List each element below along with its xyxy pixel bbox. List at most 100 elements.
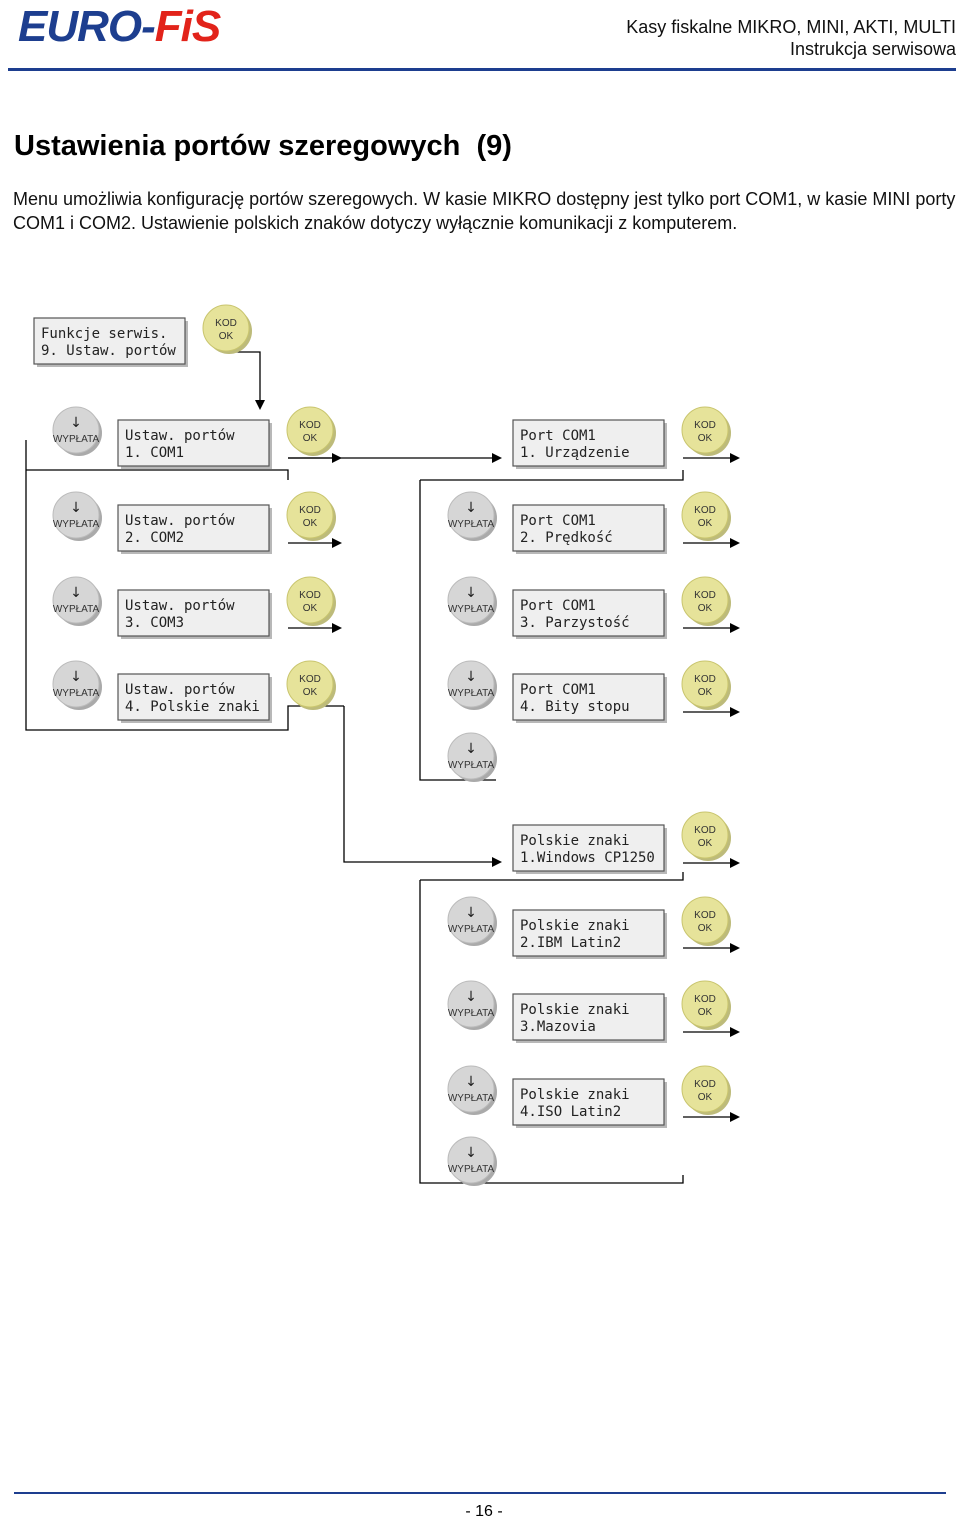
polish-menu-wyplata-button-3[interactable]: ↓WYPŁATA <box>447 980 497 1030</box>
down-arrow-icon: ↓ <box>465 1145 477 1161</box>
ports-menu-loop <box>25 440 289 731</box>
ok-label: OK <box>698 687 713 698</box>
lcd-line: Port COM1 <box>520 513 596 529</box>
ok-label: OK <box>698 1092 713 1103</box>
lcd-line: Polskie znaki <box>520 918 630 934</box>
ports-menu-wyplata-button-2[interactable]: ↓WYPŁATA <box>52 491 102 541</box>
lcd-line: 2.IBM Latin2 <box>520 935 621 951</box>
lcd-line: 4. Bity stopu <box>520 699 630 715</box>
wyplata-label: WYPŁATA <box>448 688 495 699</box>
page-number: - 16 - <box>465 1503 503 1520</box>
polish-menu-wyplata-button-2[interactable]: ↓WYPŁATA <box>447 896 497 946</box>
wyplata-label: WYPŁATA <box>53 434 100 445</box>
lcd-line: 3. Parzystość <box>520 615 630 631</box>
lcd-line: 1.Windows CP1250 <box>520 850 655 866</box>
polish-menu-kod-ok-button-4[interactable]: KOD OK <box>681 1065 731 1115</box>
kod-label: KOD <box>299 505 321 516</box>
kod-label: KOD <box>694 994 716 1005</box>
ok-label: OK <box>303 433 318 444</box>
down-arrow-icon: ↓ <box>465 741 477 757</box>
com1-menu-kod-ok-button-4[interactable]: KOD OK <box>681 660 731 710</box>
polish-entry-arrow <box>343 706 502 867</box>
com1-menu-kod-ok-button-2[interactable]: KOD OK <box>681 491 731 541</box>
lcd-line: Ustaw. portów <box>125 428 235 444</box>
wyplata-label: WYPŁATA <box>448 604 495 615</box>
lcd-line: 4.ISO Latin2 <box>520 1104 621 1120</box>
ok-label: OK <box>698 1007 713 1018</box>
kod-label: KOD <box>694 1079 716 1090</box>
com1-menu-kod-ok-button-1[interactable]: KOD OK <box>681 406 731 456</box>
com1-menu-wyplata-button-end[interactable]: ↓WYPŁATA <box>447 732 497 782</box>
lcd-line: Ustaw. portów <box>125 598 235 614</box>
intro-paragraph: Menu umożliwia konfigurację portów szere… <box>13 189 956 233</box>
down-arrow-icon: ↓ <box>70 415 82 431</box>
kod-label: KOD <box>694 590 716 601</box>
lcd-line: Ustaw. portów <box>125 682 235 698</box>
polish-menu-wyplata-button-4[interactable]: ↓ WYPŁATA <box>447 1065 497 1115</box>
polish-menu-kod-ok-button-3[interactable]: KOD OK <box>681 980 731 1030</box>
header-title-line1: Kasy fiskalne MIKRO, MINI, AKTI, MULTI <box>626 17 956 37</box>
com1-menu-wyplata-button-2[interactable]: ↓WYPŁATA <box>447 491 497 541</box>
down-arrow-icon: ↓ <box>465 989 477 1005</box>
header-title-line2: Instrukcja serwisowa <box>789 39 956 59</box>
wyplata-label: WYPŁATA <box>448 519 495 530</box>
lcd-line: 4. Polskie znaki <box>125 699 260 715</box>
lcd-line: 3.Mazovia <box>520 1019 596 1035</box>
down-arrow-icon: ↓ <box>465 1074 477 1090</box>
com1-menu-wyplata-button-3[interactable]: ↓WYPŁATA <box>447 576 497 626</box>
ok-label: OK <box>219 331 234 342</box>
kod-label: KOD <box>299 590 321 601</box>
lcd-line: Port COM1 <box>520 682 596 698</box>
lcd-line: Port COM1 <box>520 428 596 444</box>
ok-label: OK <box>698 518 713 529</box>
footer-rule <box>14 1492 946 1494</box>
ok-label: OK <box>698 838 713 849</box>
ports-menu-wyplata-button-4[interactable]: ↓ WYPŁATA <box>52 660 102 710</box>
kod-label: KOD <box>694 674 716 685</box>
wyplata-label: WYPŁATA <box>53 688 100 699</box>
down-arrow-icon: ↓ <box>70 585 82 601</box>
euro-fis-logo: EURO-FiS <box>18 2 221 51</box>
ports-menu-wyplata-button-3[interactable]: ↓WYPŁATA <box>52 576 102 626</box>
start-to-menu-arrow <box>226 351 265 410</box>
page-title: Ustawienia portów szeregowych (9) <box>14 130 512 162</box>
ports-menu-wyplata-button-1[interactable]: ↓ WYPŁATA <box>52 406 102 456</box>
com1-menu-loop-top <box>420 470 684 481</box>
wyplata-label: WYPŁATA <box>448 1093 495 1104</box>
kod-label: KOD <box>694 505 716 516</box>
polish-menu-wyplata-button-end[interactable]: ↓WYPŁATA <box>447 1136 497 1186</box>
polish-menu-loop <box>419 880 684 1184</box>
ports-menu-loop-top <box>26 469 289 480</box>
wyplata-label: WYPŁATA <box>448 924 495 935</box>
com1-menu-wyplata-button-4[interactable]: ↓WYPŁATA <box>447 660 497 710</box>
header-title: Kasy fiskalne MIKRO, MINI, AKTI, MULTI I… <box>626 16 956 60</box>
ok-label: OK <box>698 433 713 444</box>
lcd-line: Polskie znaki <box>520 1002 630 1018</box>
lcd-line: Funkcje serwis. <box>41 326 167 342</box>
lcd-line: 1. Urządzenie <box>520 445 630 461</box>
lcd-line: Polskie znaki <box>520 833 630 849</box>
lcd-line: Port COM1 <box>520 598 596 614</box>
polish-menu-loop-top <box>420 872 684 881</box>
down-arrow-icon: ↓ <box>70 669 82 685</box>
ok-label: OK <box>303 687 318 698</box>
kod-label: KOD <box>694 420 716 431</box>
